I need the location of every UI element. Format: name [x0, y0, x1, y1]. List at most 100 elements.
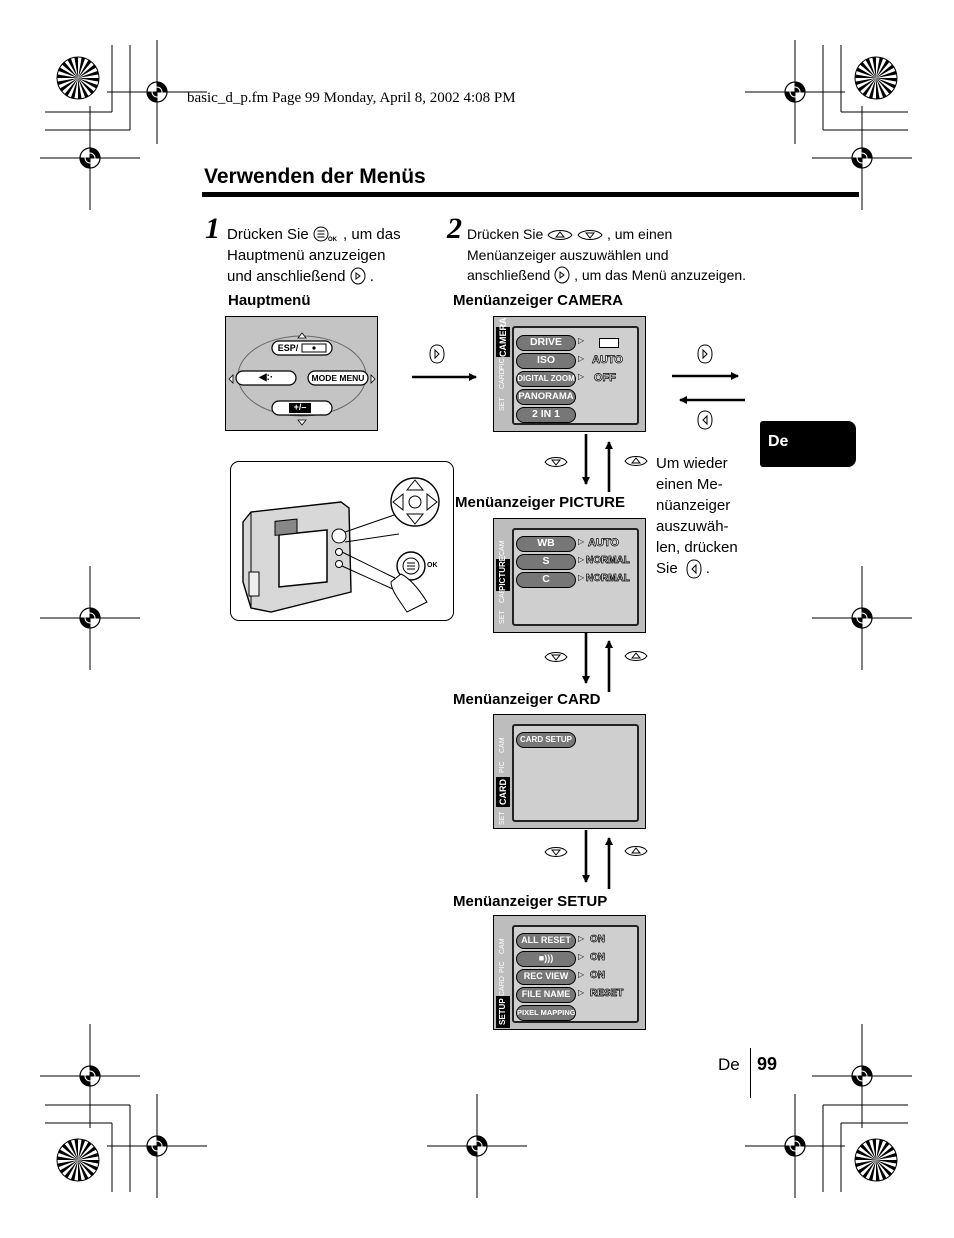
step-1-line3: und anschließend	[227, 268, 346, 285]
svg-text:OK: OK	[328, 237, 338, 242]
language-tab: De	[760, 421, 856, 467]
tab-camera-active: CAMERA	[496, 317, 510, 357]
tab-cam: CAM	[499, 737, 506, 753]
tab-cam: CAM	[499, 540, 506, 556]
tab-card: CARD	[499, 583, 506, 603]
tab-pic: PIC	[499, 961, 506, 973]
starburst-mark-icon	[854, 56, 898, 100]
starburst-mark-icon	[854, 1138, 898, 1182]
step-1-text-b: , um das	[343, 226, 401, 243]
menu-item-file-name: FILE NAME	[516, 987, 576, 1003]
step-1-number: 1	[205, 212, 220, 245]
menu-item-all-reset: ALL RESET	[516, 933, 576, 949]
tab-card-active: CARD	[496, 777, 510, 807]
page-number: 99	[757, 1054, 778, 1074]
setup-menu-screen: SETUP CARD PIC CAM ALL RESET ▷ ON ■))) ▷…	[493, 915, 646, 1030]
camera-menu-screen: SET CARD PIC CAMERA DRIVE ▷ ISO ▷ AUTO D…	[493, 316, 646, 432]
card-menu-screen: SET CARD PIC CAM CARD SETUP	[493, 714, 646, 829]
picture-menu-tabs: SET CARD PICTURE CAM	[496, 529, 510, 626]
starburst-mark-icon	[56, 56, 100, 100]
contrast-value: NORMAL	[586, 573, 631, 585]
footer-divider	[750, 1048, 751, 1098]
step-2-line3-b: , um das Menü anzuzeigen.	[574, 267, 747, 283]
step-1-line2: Hauptmenü anzuzeigen	[227, 247, 386, 264]
registration-target-icon	[427, 1094, 527, 1198]
picture-menu-screen: SET CARD PICTURE CAM WB ▷ AUTO S ▷ NORMA…	[493, 518, 646, 633]
menu-item-iso: ISO	[516, 353, 576, 369]
step-2-line2: Menüanzeiger auszuwählen und	[467, 247, 669, 263]
tab-card: CARD	[499, 369, 506, 389]
beep-value: ON	[590, 952, 606, 964]
side-note-line: Sie	[656, 560, 678, 577]
registration-target-icon	[812, 106, 912, 210]
tab-set: SET	[499, 397, 506, 411]
file-name-value: RESET	[590, 988, 624, 1000]
menu-item-contrast: C	[516, 572, 576, 588]
registration-target-icon	[40, 1024, 140, 1128]
starburst-mark-icon	[56, 1138, 100, 1182]
digital-zoom-value: OFF	[594, 372, 617, 385]
all-reset-value: ON	[590, 934, 606, 946]
card-menu-tabs: SET CARD PIC CAM	[496, 725, 510, 825]
menu-item-drive: DRIVE	[516, 335, 576, 351]
registration-target-icon	[107, 1094, 207, 1198]
page-title: Verwenden der Menüs	[204, 165, 426, 188]
registration-target-icon	[40, 106, 140, 210]
tab-set: SET	[499, 811, 506, 825]
rec-view-value: ON	[590, 970, 606, 982]
registration-target-icon	[812, 566, 912, 670]
tab-pic: PIC	[499, 761, 506, 773]
side-note-line: auszuwäh-	[656, 518, 729, 535]
hauptmenu-bottom-label: +/–	[293, 402, 307, 412]
camera-illustration: OK	[230, 461, 454, 621]
ok-label: OK	[427, 562, 438, 569]
arrow-down-button-icon	[577, 230, 603, 240]
tab-setup-active: SETUP	[496, 996, 510, 1028]
step-2-text-b: , um einen	[606, 226, 673, 242]
title-rule	[202, 192, 859, 197]
sharpness-value: NORMAL	[586, 555, 631, 567]
side-note-line: len, drücken	[656, 539, 738, 556]
menu-item-digital-zoom: DIGITAL ZOOM	[516, 371, 576, 387]
tab-card: CARD	[499, 976, 506, 996]
step-2-text-a: Drücken Sie	[467, 226, 544, 242]
tab-picture-active: PICTURE	[496, 556, 510, 591]
iso-value: AUTO	[592, 354, 624, 367]
hauptmenu-graphic	[228, 332, 376, 426]
registration-target-icon	[745, 1094, 845, 1198]
menu-item-rec-view: REC VIEW	[516, 969, 576, 985]
menu-item-sharpness: S	[516, 554, 576, 570]
menu-item-card-setup: CARD SETUP	[516, 732, 576, 748]
side-note-line: einen Me-	[656, 476, 723, 493]
step-1-line3-end: .	[369, 268, 374, 285]
menu-item-wb: WB	[516, 536, 576, 552]
footer-lang: De	[718, 1055, 740, 1074]
arrow-right-button-icon	[350, 267, 366, 285]
hauptmenu-top-label: ESP/	[277, 343, 299, 353]
hauptmenu-right-label: MODE MENU	[311, 373, 365, 383]
registration-target-icon	[40, 566, 140, 670]
arrow-up-button-icon	[547, 230, 573, 240]
label-picture: Menüanzeiger PICTURE	[455, 494, 626, 511]
drive-single-icon	[599, 338, 619, 348]
registration-target-icon	[745, 40, 845, 144]
menu-ok-button-icon: OK	[313, 226, 338, 243]
label-setup: Menüanzeiger SETUP	[453, 893, 608, 910]
hauptmenu-left-label: ◀:·	[258, 372, 274, 383]
tab-cam: CAM	[499, 938, 506, 954]
registration-target-icon	[107, 40, 207, 144]
side-note-line: Um wieder	[656, 455, 728, 472]
menu-item-pixel-mapping: PIXEL MAPPING	[516, 1005, 576, 1021]
step-1-text-a: Drücken Sie	[227, 226, 309, 243]
menu-item-beep: ■)))	[516, 951, 576, 967]
side-note: Um wieder einen Me- nüanzeiger auszuwäh-…	[656, 453, 756, 579]
registration-target-icon	[812, 1024, 912, 1128]
camera-drawing	[242, 477, 440, 613]
side-note-line: nüanzeiger	[656, 497, 731, 514]
tab-set: SET	[499, 610, 506, 624]
side-note-end: .	[705, 560, 710, 577]
label-hauptmenu: Hauptmenü	[228, 292, 311, 309]
menu-item-panorama: PANORAMA	[516, 389, 576, 405]
